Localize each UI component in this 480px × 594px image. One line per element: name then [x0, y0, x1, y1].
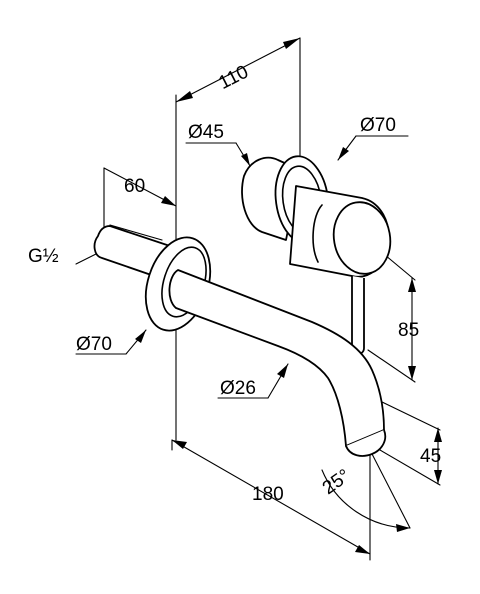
label-45: 45: [420, 446, 441, 467]
spout-assembly: [93, 225, 387, 457]
label-diameter-70-valve: Ø70: [360, 115, 396, 136]
label-110: 110: [215, 62, 252, 94]
label-85: 85: [398, 320, 419, 341]
label-diameter-45: Ø45: [188, 122, 224, 143]
label-diameter-26: Ø26: [220, 378, 256, 399]
label-180: 180: [252, 484, 284, 505]
label-25-degrees: 25°: [319, 465, 355, 499]
label-diameter-70-spout: Ø70: [76, 334, 112, 355]
valve-body: [241, 155, 392, 355]
label-thread: G½: [28, 246, 59, 267]
label-60: 60: [124, 176, 145, 197]
dimension-lines: [75, 37, 442, 555]
